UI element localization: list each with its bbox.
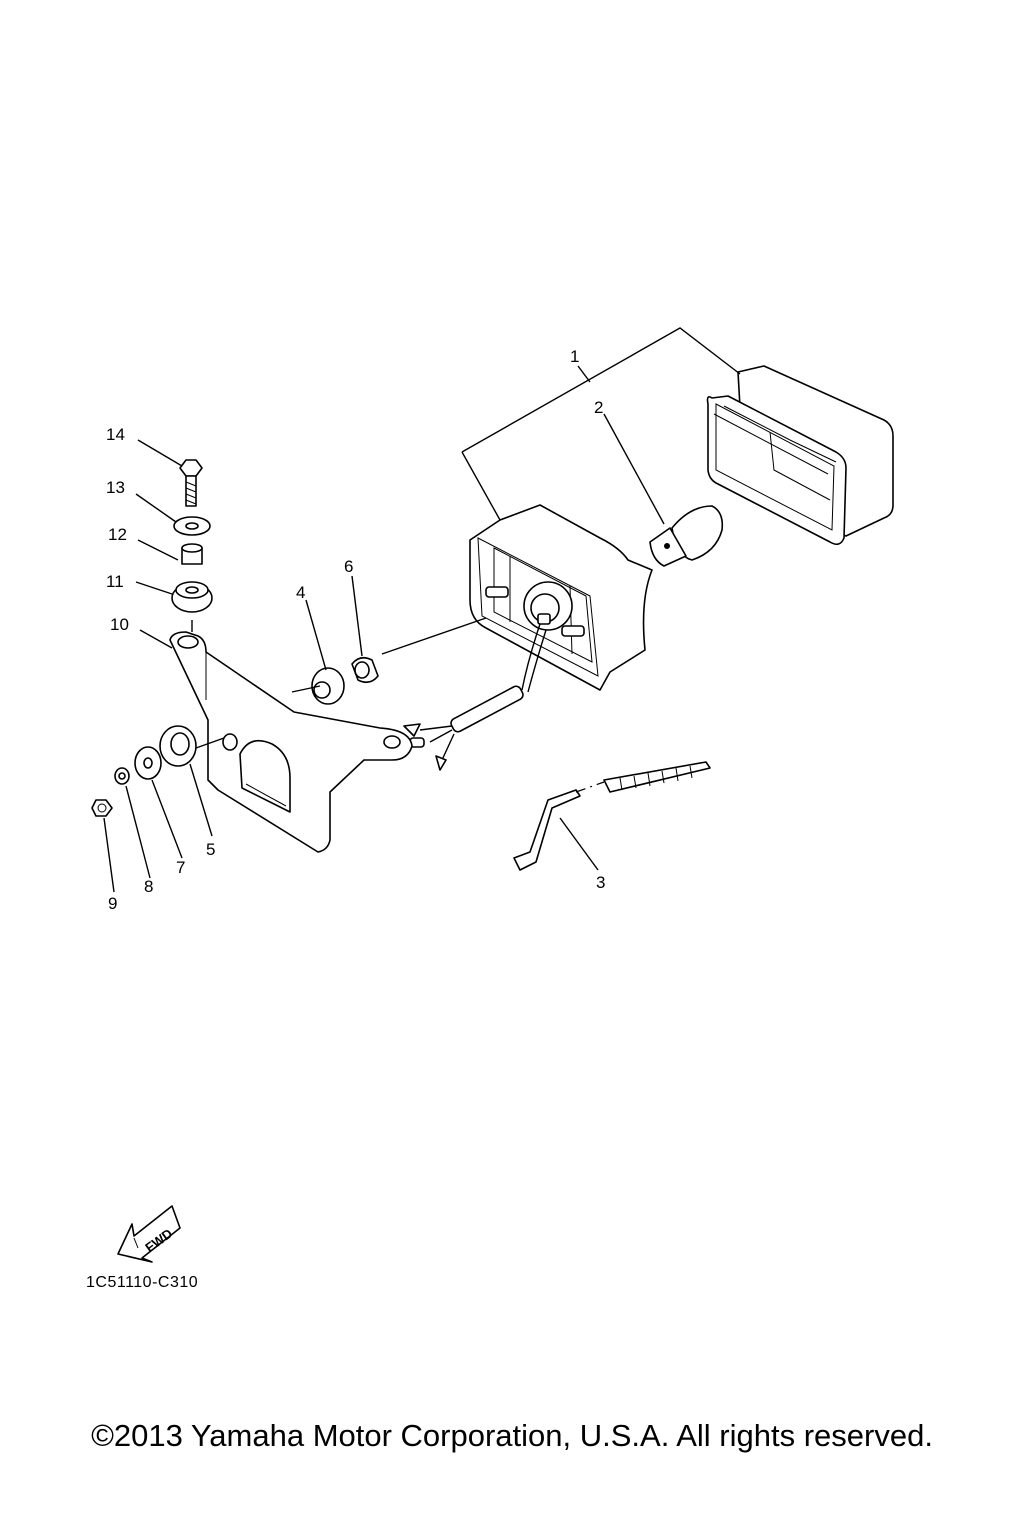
callout-12: 12 [108, 525, 127, 544]
spacer-collar [351, 656, 379, 684]
copyright-notice: ©2013 Yamaha Motor Corporation, U.S.A. A… [91, 1418, 933, 1453]
callout-14: 14 [106, 425, 125, 444]
lock-washer [114, 767, 130, 785]
washer [173, 516, 211, 536]
grommet [311, 667, 345, 705]
axis-line-grommet [291, 685, 321, 693]
collar [181, 543, 203, 565]
grommet-lower [159, 725, 197, 767]
callout-13: 13 [106, 478, 125, 497]
nut [91, 799, 113, 817]
callout-9: 9 [108, 894, 117, 913]
plain-washer [134, 746, 162, 780]
callout-10: 10 [110, 615, 129, 634]
callout-1: 1 [570, 347, 579, 366]
leader-lines [103, 327, 741, 893]
drawing-code: 1C51110-C310 [86, 1274, 199, 1291]
axis-line-lamp [381, 617, 487, 655]
tail-lamp-housing [469, 504, 653, 691]
tail-lamp-lens [706, 365, 894, 546]
bulb [649, 505, 724, 567]
callout-3: 3 [596, 873, 605, 892]
lamp-wiring [403, 623, 547, 771]
callout-6: 6 [344, 557, 353, 576]
axis-line-lower [195, 737, 225, 749]
grommet-upper [171, 581, 213, 613]
callout-11: 11 [106, 572, 124, 591]
callout-5: 5 [206, 840, 215, 859]
cable-tie [513, 761, 711, 871]
callout-7: 7 [176, 858, 185, 877]
callout-4: 4 [296, 583, 305, 602]
fwd-arrow-icon: FWD [117, 1205, 181, 1263]
callout-8: 8 [144, 877, 153, 896]
bracket [169, 631, 413, 853]
callout-2: 2 [594, 398, 603, 417]
bolt [179, 459, 203, 507]
